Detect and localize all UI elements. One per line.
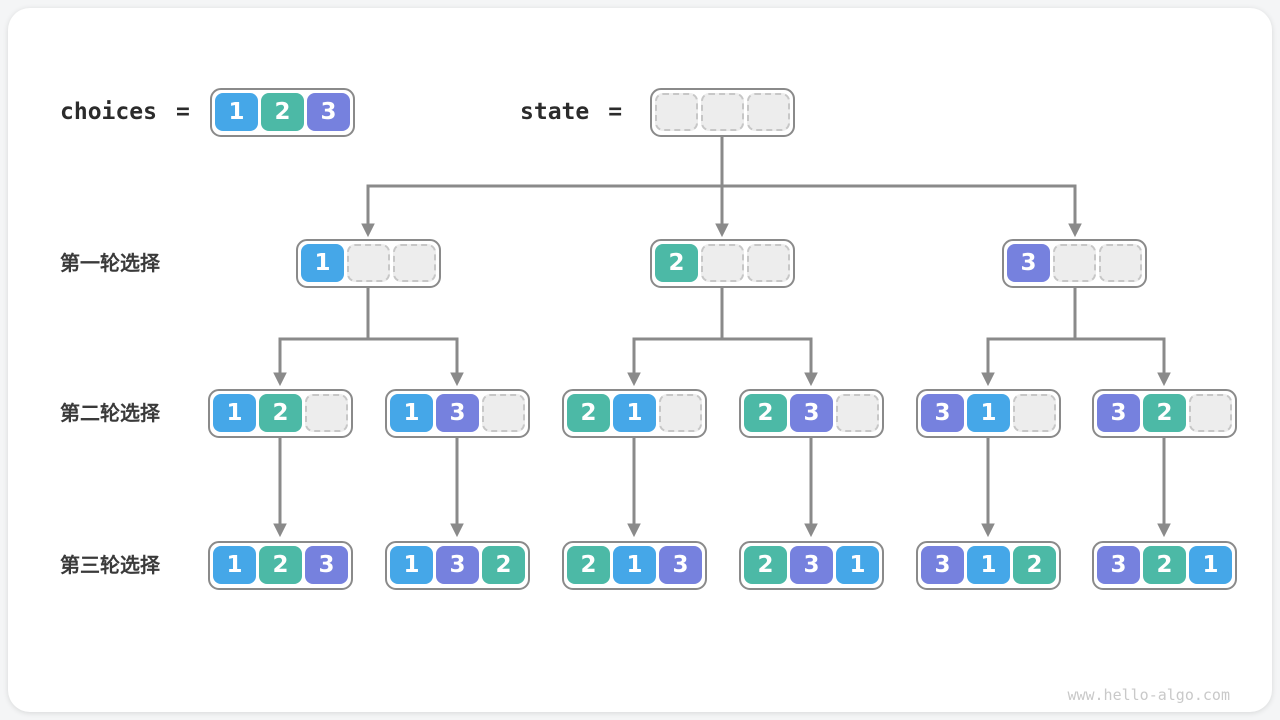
array-cell-empty — [747, 93, 790, 131]
array-cell-empty — [701, 93, 744, 131]
array-cell-empty — [701, 244, 744, 282]
array-cell-2: 2 — [259, 546, 302, 584]
array-cell-empty — [1189, 394, 1232, 432]
state-array — [650, 88, 795, 137]
array-cell-empty — [1099, 244, 1142, 282]
array-cell-3: 3 — [436, 546, 479, 584]
array-cell-2: 2 — [261, 93, 304, 131]
array-cell-empty — [659, 394, 702, 432]
array-cell-3: 3 — [921, 394, 964, 432]
array-cell-2: 2 — [482, 546, 525, 584]
watermark-url: www.hello-algo.com — [1067, 686, 1230, 704]
array-cell-empty — [655, 93, 698, 131]
array-cell-1: 1 — [836, 546, 879, 584]
edges-level-2 — [273, 287, 1171, 387]
edges-level-1 — [361, 136, 1082, 238]
array-cell-empty — [482, 394, 525, 432]
state-node-r1-3: 3 — [1002, 239, 1147, 288]
choices-label-text: choices — [60, 99, 157, 125]
state-node-r1-1: 1 — [296, 239, 441, 288]
array-cell-1: 1 — [1189, 546, 1232, 584]
array-cell-2: 2 — [744, 394, 787, 432]
state-node-r1-2: 2 — [650, 239, 795, 288]
array-cell-empty — [393, 244, 436, 282]
array-cell-2: 2 — [1143, 394, 1186, 432]
array-cell-1: 1 — [390, 546, 433, 584]
edges-level-3 — [273, 437, 1171, 538]
array-cell-1: 1 — [301, 244, 344, 282]
array-cell-empty — [347, 244, 390, 282]
array-cell-2: 2 — [655, 244, 698, 282]
array-cell-1: 1 — [213, 546, 256, 584]
array-cell-2: 2 — [259, 394, 302, 432]
array-cell-2: 2 — [567, 546, 610, 584]
array-cell-2: 2 — [744, 546, 787, 584]
round-3-label: 第三轮选择 — [60, 553, 160, 577]
array-cell-1: 1 — [613, 394, 656, 432]
round-1-label: 第一轮选择 — [60, 251, 160, 275]
round-2-label: 第二轮选择 — [60, 401, 160, 425]
array-cell-3: 3 — [659, 546, 702, 584]
array-cell-3: 3 — [305, 546, 348, 584]
array-cell-1: 1 — [967, 394, 1010, 432]
array-cell-2: 2 — [1013, 546, 1056, 584]
array-cell-empty — [1053, 244, 1096, 282]
array-cell-3: 3 — [436, 394, 479, 432]
array-cell-1: 1 — [613, 546, 656, 584]
array-cell-3: 3 — [1097, 394, 1140, 432]
array-cell-empty — [305, 394, 348, 432]
array-cell-1: 1 — [390, 394, 433, 432]
array-cell-1: 1 — [215, 93, 258, 131]
array-cell-empty — [836, 394, 879, 432]
array-cell-2: 2 — [1143, 546, 1186, 584]
array-cell-1: 1 — [213, 394, 256, 432]
array-cell-empty — [1013, 394, 1056, 432]
array-cell-3: 3 — [921, 546, 964, 584]
state-label: state = — [520, 97, 622, 127]
array-cell-3: 3 — [790, 394, 833, 432]
array-cell-3: 3 — [1097, 546, 1140, 584]
array-cell-3: 3 — [1007, 244, 1050, 282]
array-cell-2: 2 — [567, 394, 610, 432]
state-label-text: state — [520, 99, 590, 125]
choices-label: choices = — [60, 97, 190, 127]
array-cell-empty — [747, 244, 790, 282]
array-cell-3: 3 — [790, 546, 833, 584]
array-cell-3: 3 — [307, 93, 350, 131]
choices-equals-sign: = — [175, 99, 190, 125]
state-equals-sign: = — [608, 99, 623, 125]
array-cell-1: 1 — [967, 546, 1010, 584]
